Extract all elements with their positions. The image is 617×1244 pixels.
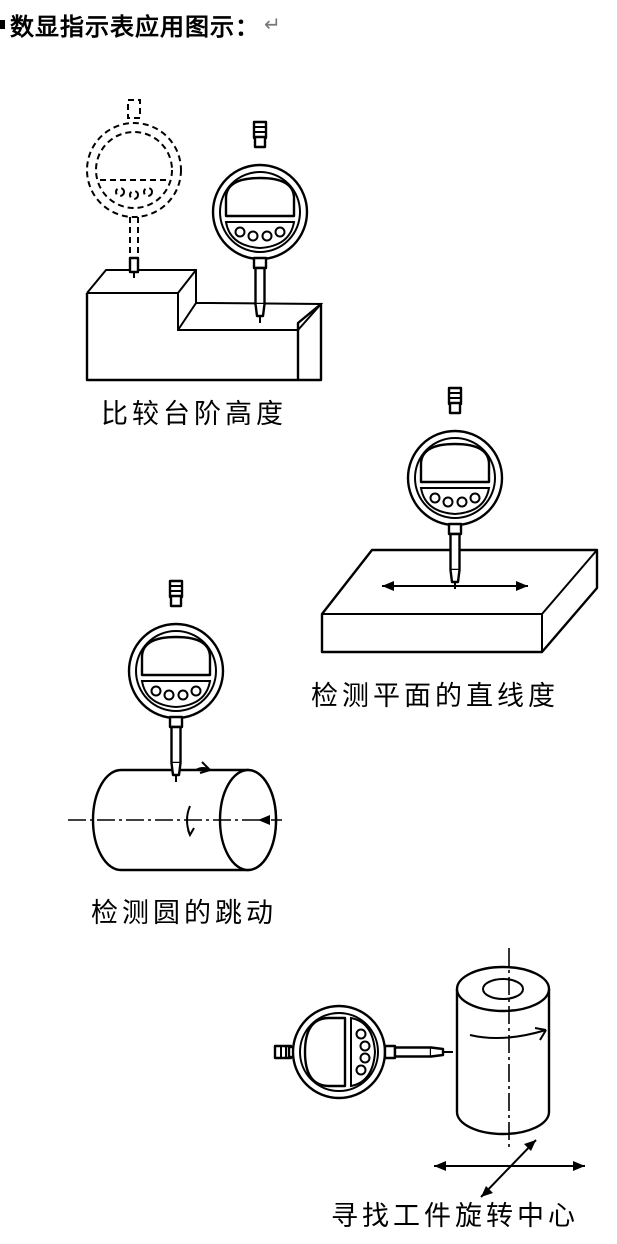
step-block [85,269,324,382]
hollow-cylinder [434,948,585,1198]
caption-step-height: 比较台阶高度 [101,399,287,430]
caption-flatness: 检测平面的直线度 [311,681,559,712]
dial-gauge-icon-dashed [86,99,182,278]
flat-plate [320,548,599,654]
caption-runout: 检测圆的跳动 [91,898,277,929]
dial-gauge-icon [211,120,309,325]
bullet-mark [0,19,5,29]
return-mark-icon: ↵ [264,12,282,36]
cylinder [68,761,282,872]
dial-gauge-icon [127,579,225,784]
caption-rotation-center: 寻找工件旋转中心 [331,1201,579,1232]
heading-title: 数显指示表应用图示： [10,12,260,41]
section-heading: 数显指示表应用图示： ↵ [0,10,282,41]
dial-gauge-icon [273,1004,453,1100]
